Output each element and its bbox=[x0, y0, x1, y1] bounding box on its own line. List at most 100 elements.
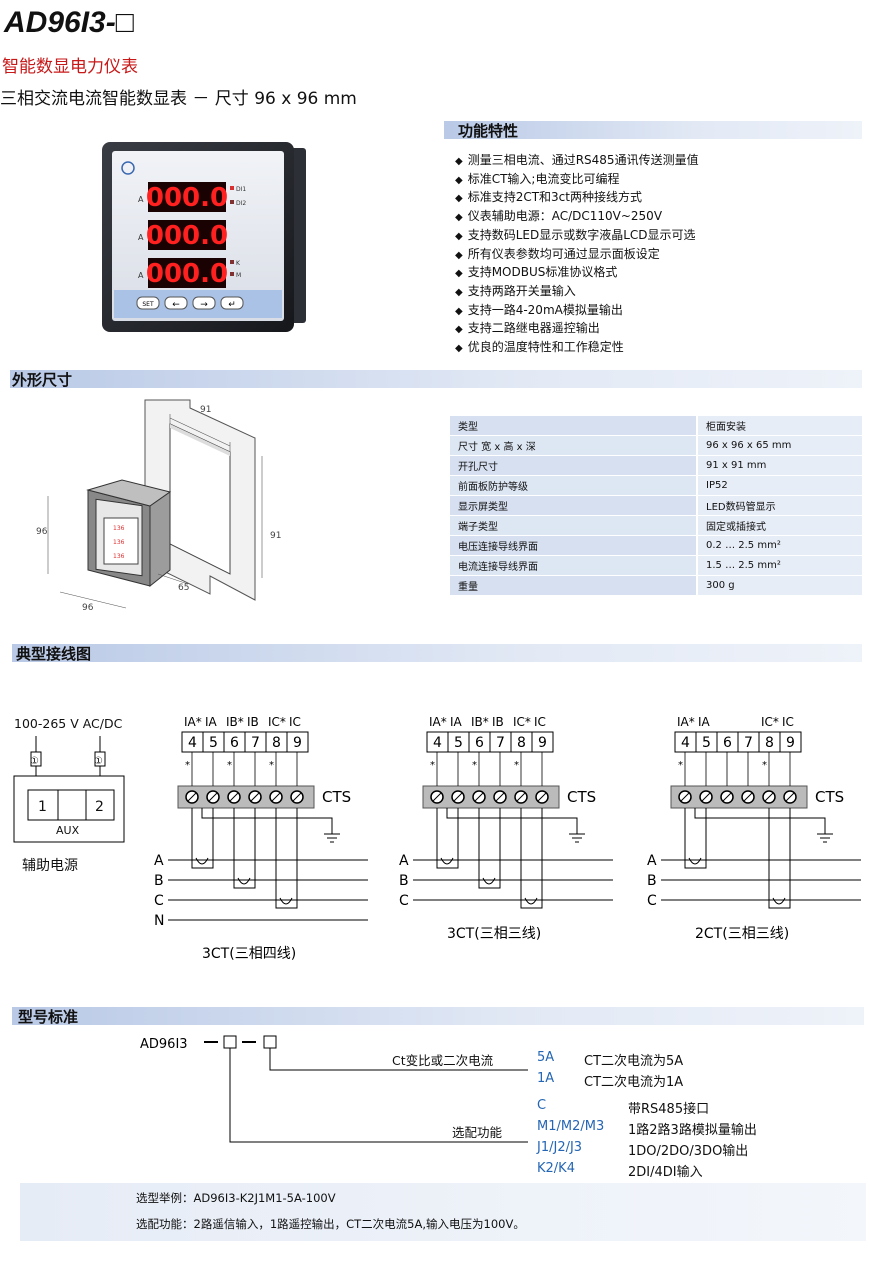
phase-label: B bbox=[154, 873, 164, 889]
feature-item: 所有仪表参数均可通过显示面板设定 bbox=[455, 246, 699, 265]
terminal-number: 5 bbox=[209, 735, 218, 751]
cutout-height-label: 91 bbox=[270, 531, 281, 541]
spec-value: 91 x 91 mm bbox=[697, 455, 862, 476]
option-description: 2DI/4DI输入 bbox=[628, 1165, 703, 1180]
option-label: 选配功能 bbox=[452, 1125, 503, 1140]
front-height-label: 96 bbox=[36, 527, 48, 537]
feature-item: 支持MODBUS标准协议格式 bbox=[455, 264, 699, 283]
option-description: 1DO/2DO/3DO输出 bbox=[628, 1144, 749, 1159]
ct-label: Ct变比或二次电流 bbox=[392, 1053, 494, 1068]
example-description: 选配功能：2路遥信输入，1路遥控输出，CT二次电流5A,输入电压为100V。 bbox=[136, 1217, 525, 1231]
cts-label: CTS bbox=[322, 788, 351, 806]
wiring-section-bar bbox=[12, 644, 862, 662]
features-section-bar bbox=[444, 121, 862, 139]
aux-terminal-1: 1 bbox=[38, 799, 47, 815]
feature-item: 支持二路继电器遥控输出 bbox=[455, 320, 699, 339]
wiring-caption: 3CT(三相四线) bbox=[202, 946, 296, 962]
model-code-diagram: AD96I3 bbox=[140, 1035, 528, 1143]
enter-icon: ↵ bbox=[228, 300, 236, 310]
table-row: 类型柜面安装 bbox=[450, 416, 862, 436]
polarity-mark: * bbox=[678, 760, 683, 771]
current-label: IC bbox=[782, 715, 794, 729]
cts-label: CTS bbox=[567, 788, 596, 806]
option-code: J1/J2/J3 bbox=[537, 1140, 583, 1155]
option-code: K2/K4 bbox=[537, 1161, 575, 1176]
right-arrow-icon: → bbox=[200, 300, 208, 310]
option-code: C bbox=[537, 1098, 547, 1113]
current-label: IA* bbox=[677, 715, 695, 729]
wiring-heading: 典型接线图 bbox=[16, 645, 92, 663]
terminal-number: 4 bbox=[188, 735, 197, 751]
current-label: IB* bbox=[226, 715, 244, 729]
polarity-mark: * bbox=[514, 760, 519, 771]
polarity-mark: * bbox=[269, 760, 274, 771]
spec-value: LED数码管显示 bbox=[697, 495, 862, 516]
product-subtitle: 三相交流电流智能数显表 － 尺寸 96 x 96 mm bbox=[0, 89, 357, 109]
features-heading: 功能特性 bbox=[458, 122, 519, 140]
spec-key: 重量 bbox=[450, 575, 698, 596]
phase-label: C bbox=[399, 893, 409, 909]
example-bar bbox=[20, 1183, 866, 1241]
spec-value: IP52 bbox=[697, 475, 862, 496]
terminal-number: 4 bbox=[433, 735, 442, 751]
polarity-mark: * bbox=[430, 760, 435, 771]
terminal-number: 8 bbox=[517, 735, 526, 751]
spec-key: 端子类型 bbox=[450, 515, 698, 536]
current-label: IC* bbox=[268, 715, 286, 729]
model-heading: 型号标准 bbox=[18, 1008, 79, 1026]
spec-key: 显示屏类型 bbox=[450, 495, 698, 516]
current-label: IC bbox=[534, 715, 546, 729]
aux-label: AUX bbox=[56, 824, 80, 837]
row-unit-2: A bbox=[138, 233, 144, 242]
row-unit-3: A bbox=[138, 271, 144, 280]
terminal-number: 7 bbox=[251, 735, 260, 751]
left-arrow-icon: ← bbox=[172, 300, 180, 310]
phase-label: A bbox=[154, 853, 164, 869]
terminal-number: 5 bbox=[454, 735, 463, 751]
phase-label: C bbox=[647, 893, 657, 909]
terminal-number: 6 bbox=[723, 735, 732, 751]
meter-buttons: SET ← → ↵ bbox=[136, 296, 244, 310]
current-label: IA bbox=[450, 715, 463, 729]
aux-caption: 辅助电源 bbox=[22, 858, 78, 874]
cts-label: CTS bbox=[815, 788, 844, 806]
feature-item: 支持两路开关量输入 bbox=[455, 283, 699, 302]
terminal-number: 5 bbox=[702, 735, 711, 751]
option-description: 带RS485接口 bbox=[628, 1102, 710, 1117]
dimensions-section-bar bbox=[10, 370, 862, 388]
aux-voltage-label: 100-265 V AC/DC bbox=[14, 716, 123, 731]
current-label: IB bbox=[247, 715, 259, 729]
option-code: 5A bbox=[537, 1050, 555, 1065]
aux-terminal-2: 2 bbox=[95, 799, 104, 815]
model-section-bar bbox=[12, 1007, 864, 1025]
table-row: 端子类型固定或插接式 bbox=[450, 515, 862, 536]
feature-item: 支持一路4-20mA模拟量输出 bbox=[455, 302, 699, 321]
spec-key: 前面板防护等级 bbox=[450, 475, 698, 496]
spec-value: 固定或插接式 bbox=[697, 515, 862, 536]
current-label: IA* bbox=[429, 715, 447, 729]
set-button: SET bbox=[142, 301, 154, 308]
cutout-width-label: 91 bbox=[200, 405, 211, 415]
wiring-caption: 2CT(三相三线) bbox=[695, 926, 789, 942]
led-display: 000.0 000.0 000.0 bbox=[146, 182, 228, 289]
spec-value: 0.2 … 2.5 mm² bbox=[697, 535, 862, 556]
terminal-number: 6 bbox=[230, 735, 239, 751]
polarity-mark: * bbox=[227, 760, 232, 771]
current-label: IC* bbox=[761, 715, 779, 729]
dimension-drawing: 91 91 136 136 136 96 96 65 bbox=[36, 399, 281, 613]
led-row-1: 000.0 bbox=[146, 183, 228, 213]
terminal-number: 4 bbox=[681, 735, 690, 751]
terminal-number: 8 bbox=[765, 735, 774, 751]
front-width-label: 96 bbox=[82, 603, 94, 613]
indicator-di2: DI2 bbox=[236, 200, 246, 207]
led-row-3: 000.0 bbox=[146, 259, 228, 289]
spec-key: 电流连接导线界面 bbox=[450, 555, 698, 576]
